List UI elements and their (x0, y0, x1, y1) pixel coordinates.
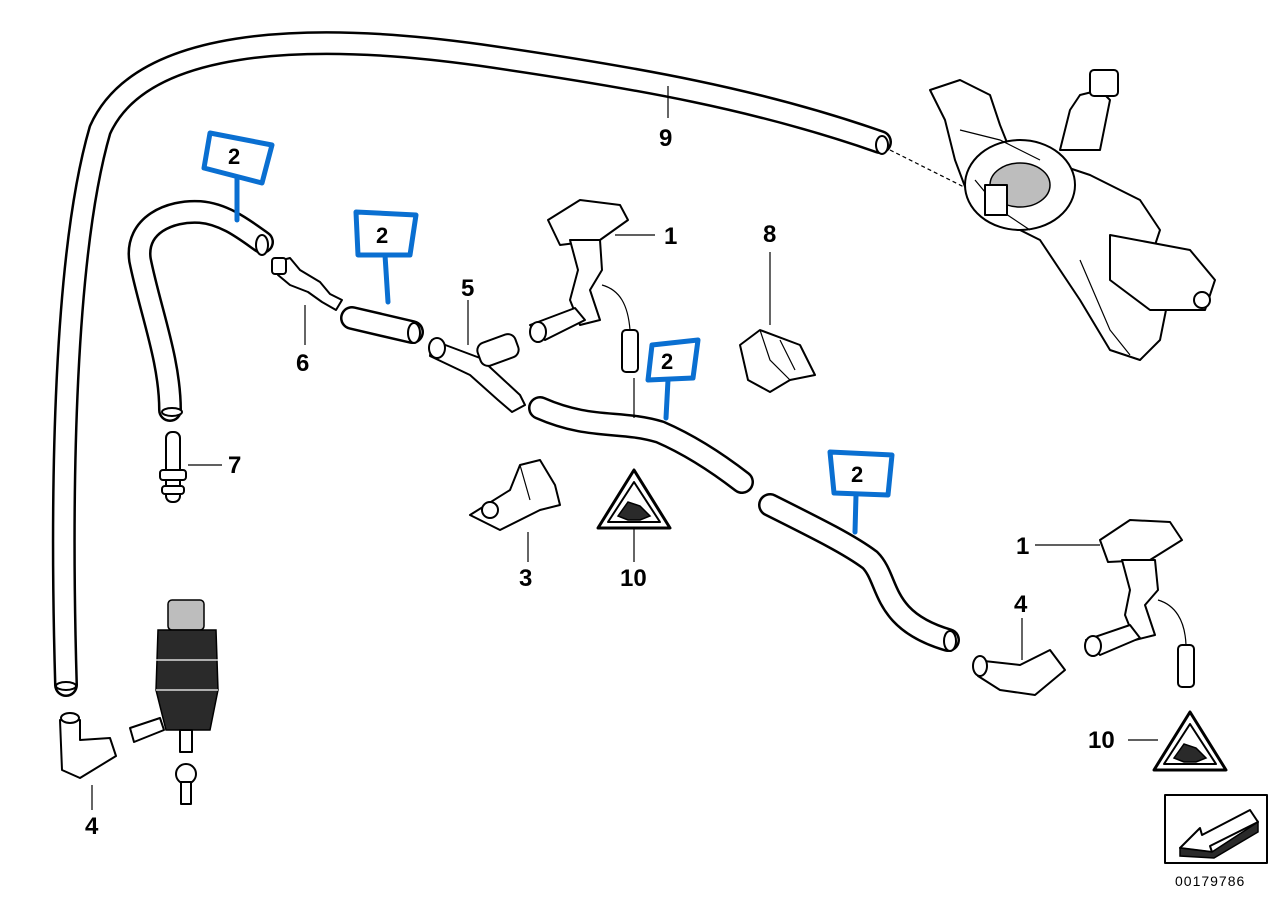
washer-jet-1-upper (529, 199, 639, 373)
label-part-4-left: 4 (85, 813, 99, 840)
callout-2-b: 2 (353, 209, 419, 305)
washer-fluid-reservoir-pump (929, 69, 1216, 361)
label-part-1-upper: 1 (664, 223, 677, 250)
callout-text: 2 (851, 462, 863, 487)
label-part-4-right: 4 (1014, 591, 1028, 618)
callout-2-a: 2 (201, 130, 275, 223)
label-part-10-middle: 10 (620, 565, 647, 592)
t-connector-5 (428, 333, 526, 413)
label-part-10-right: 10 (1088, 727, 1115, 754)
callout-text: 2 (228, 144, 240, 169)
hose-2-left (127, 199, 274, 422)
diagram-id: 00179786 (1175, 873, 1245, 889)
label-part-1-lower: 1 (1016, 533, 1029, 560)
direction-arrow-icon (1164, 794, 1268, 864)
callout-text: 2 (661, 349, 673, 374)
callout-2-c: 2 (645, 337, 701, 421)
label-part-3: 3 (519, 565, 532, 592)
warning-label-10-right (1152, 710, 1228, 772)
label-part-9: 9 (659, 125, 672, 152)
connector-7 (159, 431, 187, 503)
washer-jet-1-lower (1084, 519, 1195, 688)
callout-text: 2 (376, 223, 388, 248)
label-part-5: 5 (461, 275, 474, 302)
hose-2-middle (528, 396, 960, 652)
callout-2-d: 2 (827, 449, 895, 535)
label-part-7: 7 (228, 452, 241, 479)
hose-9 (51, 31, 892, 697)
clip-8 (739, 329, 816, 393)
connector-6 (271, 257, 343, 311)
hose-2-short (340, 306, 424, 344)
elbow-connector-4-left (59, 712, 117, 779)
holder-3 (469, 459, 561, 531)
elbow-connector-4-right (972, 649, 1066, 696)
washer-pump (129, 599, 219, 805)
label-part-8: 8 (763, 221, 776, 248)
warning-label-10-middle (596, 468, 672, 530)
label-part-6: 6 (296, 350, 309, 377)
